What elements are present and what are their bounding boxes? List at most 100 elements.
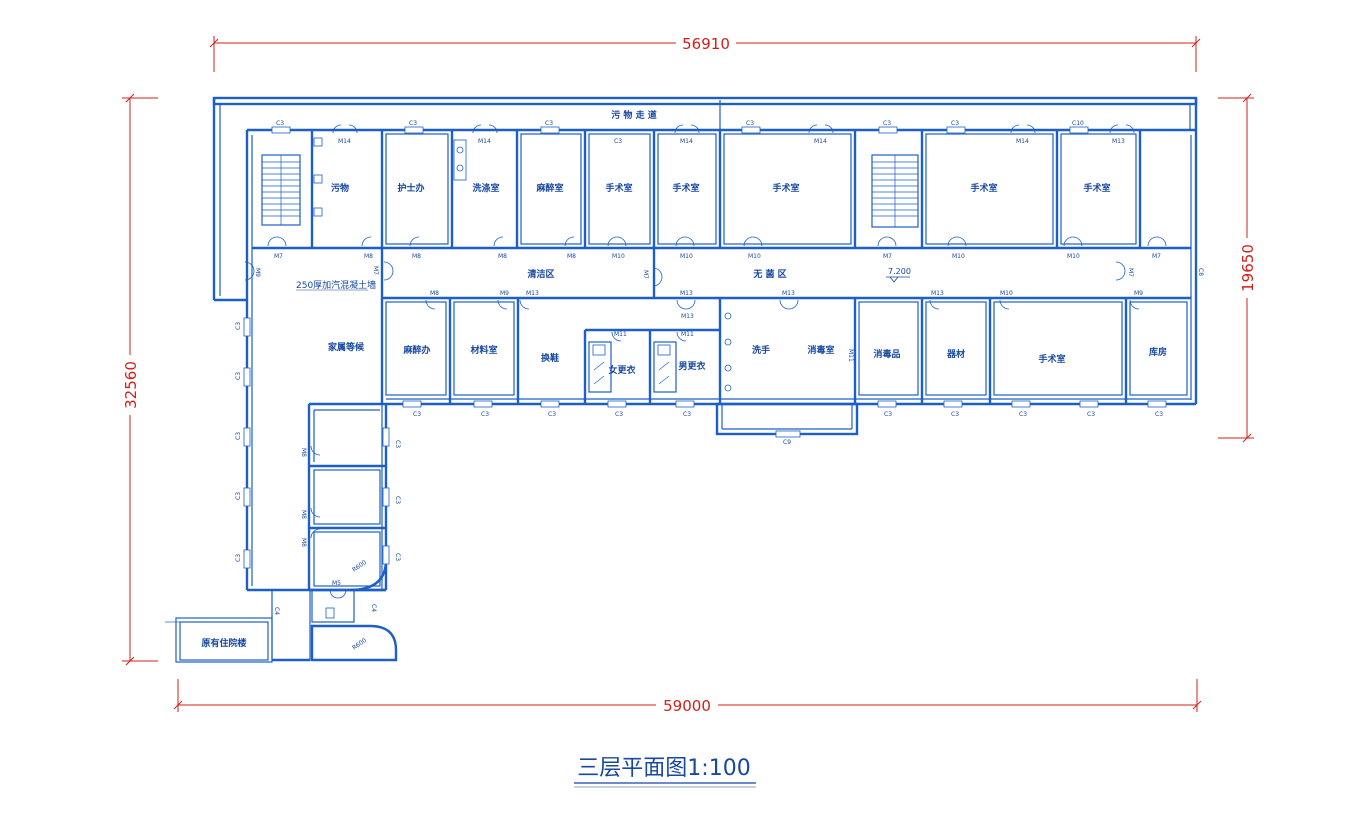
wall-note: 250厚加汽混凝土墙: [296, 279, 376, 291]
tag-m14: M14: [814, 138, 827, 145]
tag-c3: C3: [235, 554, 242, 562]
room-family-wait: 家属等候: [328, 341, 365, 353]
dimension-top: 56910: [682, 35, 730, 53]
drawing-title: 三层平面图1:100: [574, 756, 756, 788]
tag-m7: M7: [642, 270, 649, 279]
tag-c3: C3: [883, 120, 891, 127]
tag-c9: C9: [783, 439, 791, 446]
room-or-6: 手术室: [1038, 353, 1065, 365]
tag-m7: M7: [883, 253, 892, 260]
room-disinfect-goods: 消毒品: [873, 348, 900, 360]
component-tags: C3 C3 C3 C3 C3 C3 C10 C3 M14 M14 M14 M14…: [235, 120, 1204, 652]
tag-m8: M8: [364, 253, 373, 260]
tag-c3: C3: [683, 411, 691, 418]
room-dirty: 污物: [331, 182, 349, 194]
room-anesthesia-office: 麻醉办: [402, 344, 430, 356]
tag-m8: M8: [300, 510, 307, 519]
tag-m7: M7: [372, 266, 379, 275]
room-wash: 洗涤室: [472, 182, 499, 194]
tag-m7: M7: [1127, 268, 1134, 277]
tag-m13: M13: [782, 290, 795, 297]
level-text: 7.200: [888, 267, 911, 276]
dimension-left: 32560: [122, 361, 140, 409]
tag-m10: M10: [680, 253, 693, 260]
tag-m10: M10: [1067, 253, 1080, 260]
tag-c4: C4: [370, 604, 377, 612]
tag-r600: R600: [351, 637, 368, 652]
tag-m13: M13: [1112, 138, 1125, 145]
tag-m10: M10: [952, 253, 965, 260]
tag-c3: C3: [481, 411, 489, 418]
tag-m8: M8: [430, 290, 439, 297]
tag-c3: C3: [548, 411, 556, 418]
tag-m9: M9: [254, 268, 261, 277]
tag-c10: C10: [1072, 120, 1084, 127]
tag-m11: M11: [681, 331, 694, 338]
tag-m14: M14: [338, 138, 351, 145]
tag-m13: M13: [931, 290, 944, 297]
tag-c3: C3: [615, 411, 623, 418]
tag-m7: M7: [274, 253, 283, 260]
tag-c3: C3: [614, 138, 622, 145]
room-labels: 污 物 走 道 污物 护士办 洗涤室 麻醉室 手术室 手术室 手术室 手术室 手…: [201, 109, 1167, 649]
tag-m8: M8: [498, 253, 507, 260]
room-anesthesia: 麻醉室: [535, 182, 563, 194]
tag-c3: C3: [746, 120, 754, 127]
tag-m13: M13: [681, 313, 694, 320]
tag-m10: M10: [612, 253, 625, 260]
room-material: 材料室: [469, 344, 497, 356]
tag-c3: C3: [276, 120, 284, 127]
tag-m14: M14: [1016, 138, 1029, 145]
interior-walls: [309, 100, 1188, 592]
fixtures: [313, 137, 732, 619]
tag-m9: M9: [1134, 290, 1143, 297]
tag-m9: M9: [500, 290, 509, 297]
tag-c4: C4: [273, 607, 280, 615]
tag-m8: M8: [567, 253, 576, 260]
dimension-bottom: 59000: [663, 697, 711, 715]
tag-m14: M14: [478, 138, 491, 145]
window-markers: [243, 126, 1167, 569]
room-or-4: 手术室: [970, 182, 997, 194]
tag-m8: M8: [300, 538, 307, 547]
room-nurse: 护士办: [397, 182, 424, 194]
room-or-1: 手术室: [605, 182, 632, 194]
tag-c3: C3: [1087, 411, 1095, 418]
tag-m11: M11: [614, 331, 627, 338]
stairs-east: [871, 154, 919, 228]
door-swings: [244, 124, 1167, 599]
tag-c3: C3: [394, 553, 401, 561]
tag-m11: M11: [847, 349, 854, 362]
tag-m5: M5: [332, 580, 341, 587]
room-sterile-zone: 无 菌 区: [752, 268, 786, 280]
tag-m8: M8: [412, 253, 421, 260]
tag-c3: C3: [951, 411, 959, 418]
tag-m10: M10: [748, 253, 761, 260]
title-text: 三层平面图1:100: [577, 756, 750, 781]
room-hand-wash: 洗手: [752, 344, 770, 356]
tag-c3: C3: [884, 411, 892, 418]
room-male-change: 男更衣: [678, 360, 705, 372]
tag-c3: C3: [409, 120, 417, 127]
tag-c3: C3: [951, 120, 959, 127]
tag-c3: C3: [394, 496, 401, 504]
tag-c3: C3: [545, 120, 553, 127]
dimension-right: 19650: [1239, 244, 1257, 292]
room-or-5: 手术室: [1083, 182, 1110, 194]
room-shoes: 换鞋: [541, 352, 559, 364]
level-marker: 7.200: [886, 267, 911, 283]
room-storage: 库房: [1149, 346, 1167, 358]
tag-c3: C3: [1155, 411, 1163, 418]
tag-m14: M14: [680, 138, 693, 145]
tag-c3: C3: [235, 322, 242, 330]
room-female-change: 女更衣: [608, 364, 635, 376]
room-or-2: 手术室: [672, 182, 699, 194]
tag-m10: M10: [1000, 290, 1013, 297]
tag-r600: R600: [351, 559, 368, 574]
room-dirty-corridor: 污 物 走 道: [611, 109, 656, 121]
room-or-3: 手术室: [772, 182, 799, 194]
room-old-building: 原有住院楼: [201, 637, 246, 649]
tag-c3: C3: [394, 440, 401, 448]
tag-m8: M8: [300, 448, 307, 457]
